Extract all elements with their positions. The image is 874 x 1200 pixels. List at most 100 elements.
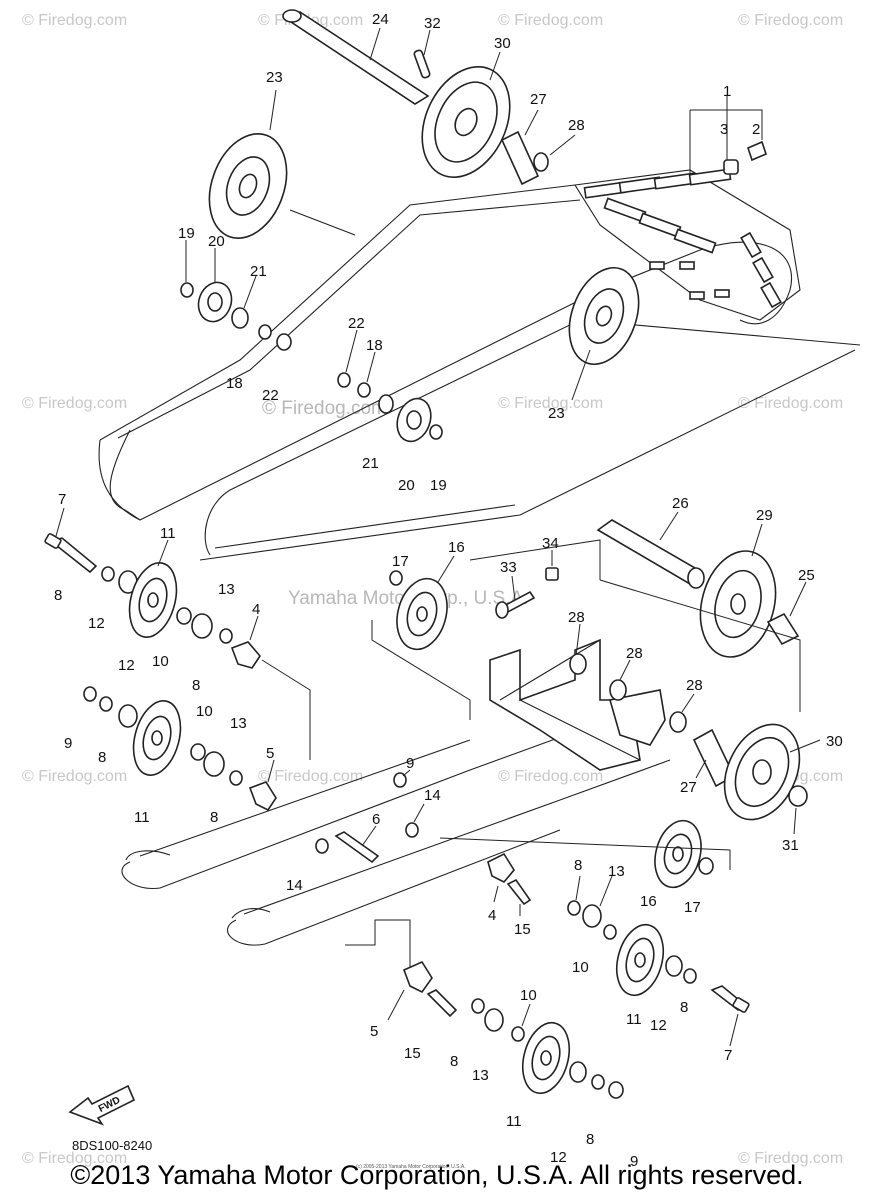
callout: 11 xyxy=(134,809,150,826)
callout: 21 xyxy=(250,263,267,280)
callout: 18 xyxy=(226,375,243,392)
rail-fasteners xyxy=(315,769,425,864)
callout: 7 xyxy=(58,491,66,508)
fwd-arrow-icon: FWD xyxy=(68,1084,136,1126)
shaft-24 xyxy=(282,9,431,105)
bracket-5-upper xyxy=(248,759,277,812)
callout: 27 xyxy=(530,91,547,108)
watermark: © Firedog.com xyxy=(738,12,844,29)
watermark: © Firedog.com xyxy=(498,768,604,785)
wheel-23-upper xyxy=(208,89,288,240)
wheel-23-center xyxy=(568,266,640,401)
callout: 23 xyxy=(266,69,283,86)
callout: 10 xyxy=(152,653,169,670)
callout: 12 xyxy=(650,1017,667,1034)
callout: 4 xyxy=(252,601,260,618)
callout: 11 xyxy=(626,1011,642,1028)
watermark: © Firedog.com xyxy=(258,768,364,785)
bolt-7-left xyxy=(44,507,98,574)
callout: 8 xyxy=(98,749,106,766)
nut-31 xyxy=(788,785,808,835)
copyright-notice: ©2013 Yamaha Motor Corporation, U.S.A. A… xyxy=(70,1160,804,1190)
callout: 33 xyxy=(500,559,517,576)
callout: 11 xyxy=(160,525,176,542)
callout: 31 xyxy=(782,837,799,854)
watermark: © Firedog.com xyxy=(738,395,844,412)
bolt-7-right xyxy=(710,985,750,1047)
bracket-4-lower xyxy=(487,852,532,916)
callout: 13 xyxy=(608,863,625,880)
callout: 17 xyxy=(392,553,409,570)
callout: 5 xyxy=(370,1023,378,1040)
callout: 13 xyxy=(218,581,235,598)
callout: 16 xyxy=(448,539,465,556)
callout: 3 xyxy=(720,121,728,138)
callout: 22 xyxy=(262,387,279,404)
callout: 8 xyxy=(54,587,62,604)
watermark: © Firedog.com xyxy=(22,768,128,785)
watermark: © Firedog.com xyxy=(22,395,128,412)
callout: 5 xyxy=(266,745,274,762)
callout: 13 xyxy=(472,1067,489,1084)
bracket-5-lower xyxy=(345,919,458,1021)
watermark: © Firedog.com xyxy=(738,1150,844,1167)
bracket-4-upper xyxy=(230,615,311,760)
callout: 25 xyxy=(798,567,815,584)
wheel-16-lower xyxy=(439,819,731,889)
callout: 10 xyxy=(196,703,213,720)
collar-27-28-top xyxy=(500,109,576,186)
idler-bearing-set-right xyxy=(337,329,443,443)
bolt-33-34 xyxy=(495,550,581,657)
callout: 18 xyxy=(366,337,383,354)
wheel-11-lower-right xyxy=(567,875,697,997)
callout: 21 xyxy=(362,455,379,472)
callout: 15 xyxy=(514,921,531,938)
callout: 28 xyxy=(686,677,703,694)
callout: 10 xyxy=(572,959,589,976)
callout: 28 xyxy=(568,117,585,134)
watermark: © Firedog.com xyxy=(22,12,128,29)
callout: 9 xyxy=(406,755,414,772)
callout: 8 xyxy=(680,999,688,1016)
fine-print: (c) 2005-2013 Yamaha Motor Corporation, … xyxy=(356,1164,466,1170)
watermark: © Firedog.com xyxy=(498,12,604,29)
callout: 34 xyxy=(542,535,559,552)
callout: 8 xyxy=(574,857,582,874)
wheel-29 xyxy=(699,523,777,658)
callout: 15 xyxy=(404,1045,421,1062)
callout: 9 xyxy=(630,1153,638,1170)
callout: 8 xyxy=(450,1053,458,1070)
center-watermark: © Firedog.com xyxy=(262,398,387,419)
wheel-11-lower-left xyxy=(83,686,243,786)
callout: 17 xyxy=(684,899,701,916)
callout: 12 xyxy=(118,657,135,674)
callout: 28 xyxy=(568,609,585,626)
callout: 12 xyxy=(550,1149,567,1166)
callout: 2 xyxy=(752,121,760,138)
track-lugs xyxy=(574,168,801,321)
callout: 27 xyxy=(680,779,697,796)
callout: 7 xyxy=(724,1047,732,1064)
collar-25 xyxy=(766,581,807,646)
callout: 14 xyxy=(424,787,441,804)
wheel-30-lower xyxy=(723,723,821,821)
callout: 8 xyxy=(586,1131,594,1148)
callout: 12 xyxy=(88,615,105,632)
callout: 4 xyxy=(488,907,496,924)
callout: 10 xyxy=(520,987,537,1004)
callout: 16 xyxy=(640,893,657,910)
watermark: © Firedog.com xyxy=(22,1150,128,1167)
watermark: © Firedog.com xyxy=(498,395,604,412)
callout: 9 xyxy=(64,735,72,752)
leader-group-right xyxy=(599,579,801,712)
callout: 28 xyxy=(626,645,643,662)
wheel-11-upper-left xyxy=(101,539,233,644)
callout: 32 xyxy=(424,15,441,32)
center-frame xyxy=(371,539,666,771)
wheel-30-top xyxy=(421,51,511,179)
callout-labels: 24 32 30 23 27 28 1 3 2 19 20 21 22 18 1… xyxy=(54,11,843,1170)
callout: 11 xyxy=(506,1113,522,1130)
wheel-11-bottom xyxy=(471,998,624,1099)
